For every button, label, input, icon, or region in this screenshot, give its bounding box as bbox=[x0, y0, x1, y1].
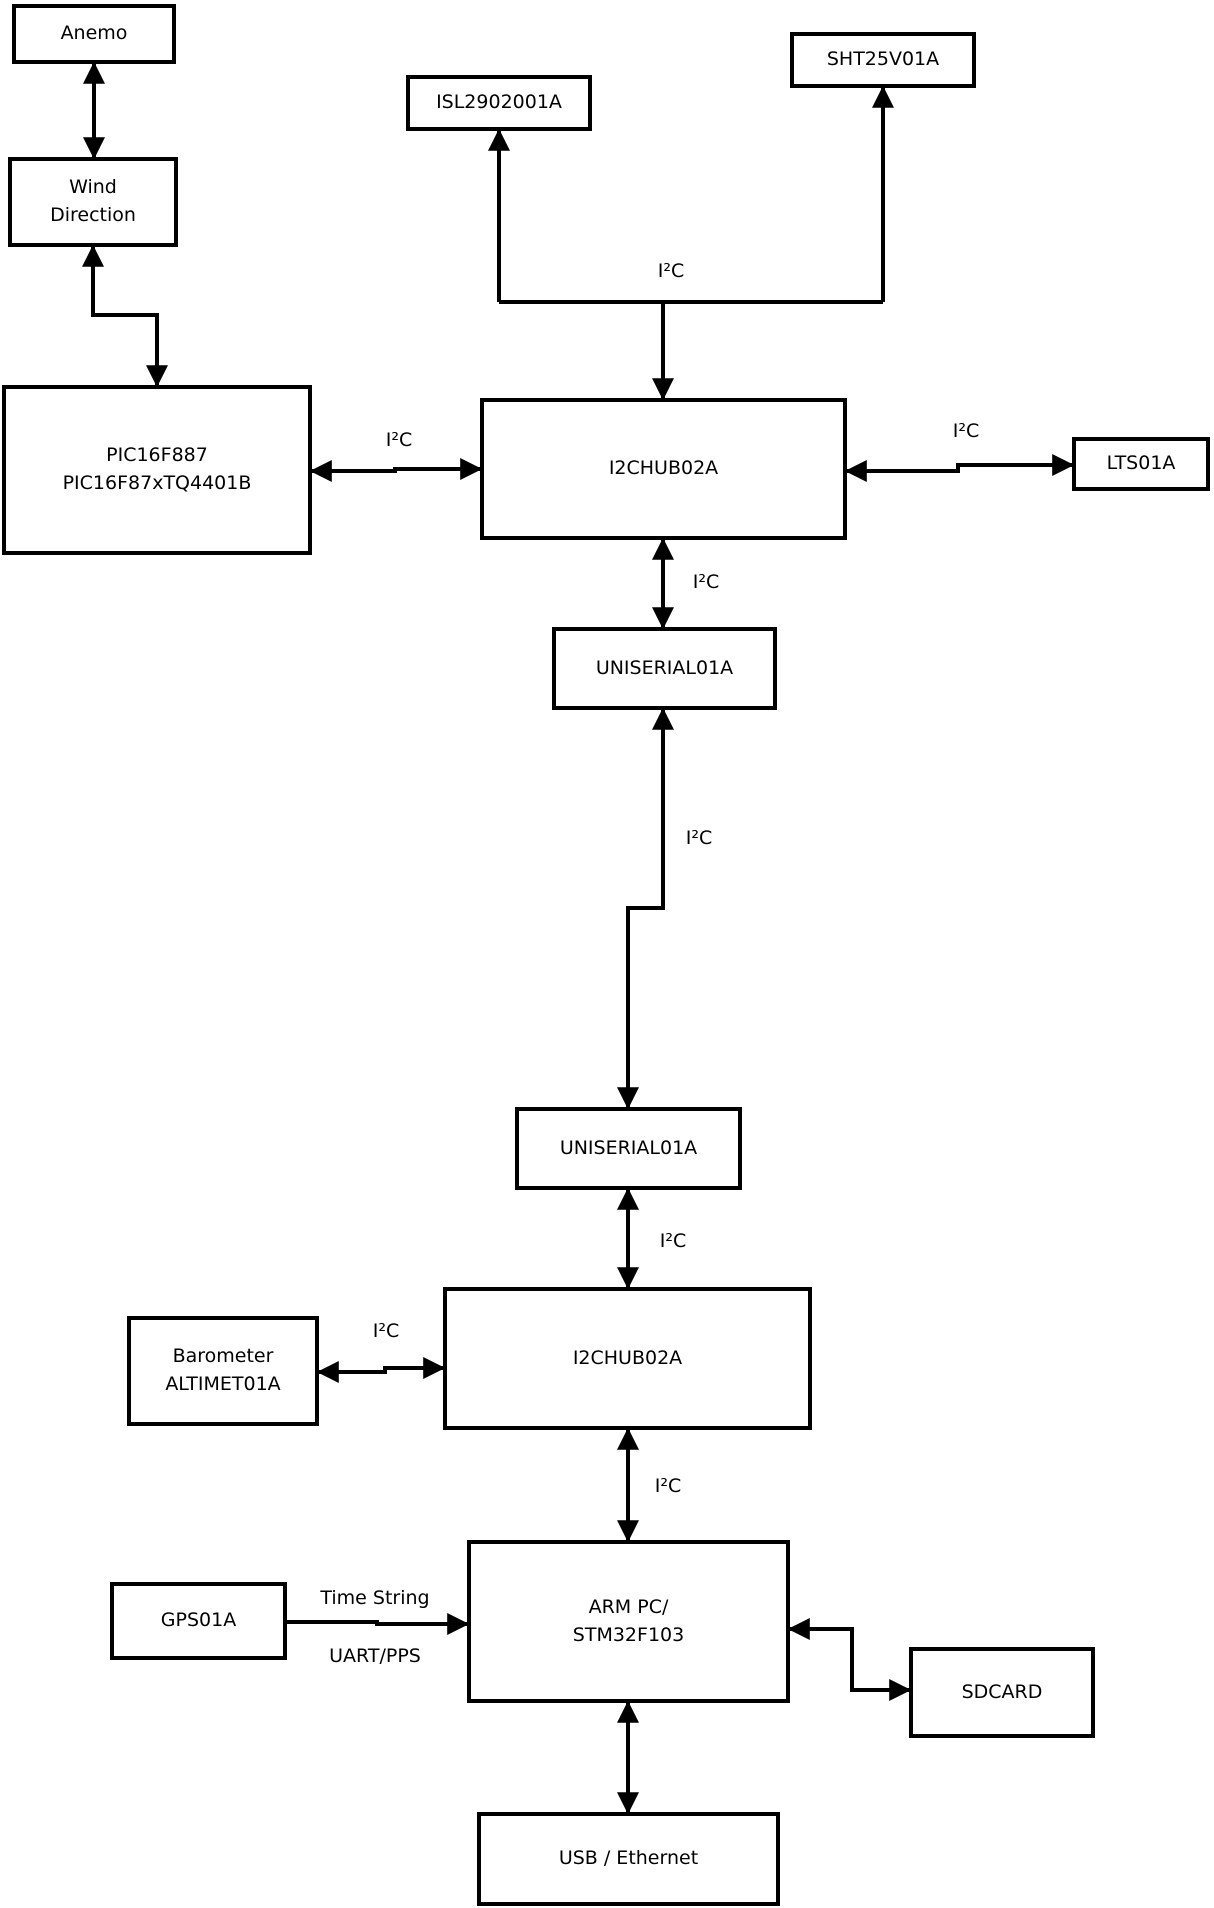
edge-label-i2c-hub2-arm: I²C bbox=[654, 1475, 682, 1497]
edge-i2chub-top-lts bbox=[844, 454, 1075, 482]
edge-uniserial-upper-uniserial-lower bbox=[617, 707, 674, 1110]
node-barometer-altimet01a: Barometer ALTIMET01A bbox=[127, 1316, 319, 1426]
edge-label-i2c-barometer-hub2: I²C bbox=[372, 1320, 400, 1342]
node-i2chub-bottom: I2CHUB02A bbox=[443, 1287, 812, 1430]
node-sht25v01a: SHT25V01A bbox=[790, 32, 976, 88]
node-gps01a: GPS01A bbox=[110, 1582, 287, 1660]
node-arm-pc-stm32f103: ARM PC/ STM32F103 bbox=[467, 1540, 790, 1703]
edge-label-uart-pps: UART/PPS bbox=[329, 1645, 421, 1667]
node-anemo: Anemo bbox=[12, 4, 176, 64]
node-wind-direction: Wind Direction bbox=[8, 157, 178, 247]
node-pic16f887: PIC16F887 PIC16F87xTQ4401B bbox=[2, 385, 312, 555]
node-lts01a: LTS01A bbox=[1072, 437, 1210, 491]
edge-label-i2c-pic-hub: I²C bbox=[385, 429, 413, 451]
node-uniserial-upper: UNISERIAL01A bbox=[552, 627, 777, 710]
edge-wind-direction-pic bbox=[82, 244, 168, 388]
edge-label-i2c-sensor-bus: I²C bbox=[657, 260, 685, 282]
edge-barometer-i2chub-bottom bbox=[316, 1357, 446, 1383]
node-usb-ethernet: USB / Ethernet bbox=[477, 1812, 780, 1906]
edge-label-i2c-uniserial-link: I²C bbox=[685, 827, 713, 849]
edge-arm-sdcard bbox=[787, 1618, 912, 1701]
edge-label-i2c-hub-uniserial: I²C bbox=[692, 571, 720, 593]
edge-pic-i2chub-top bbox=[309, 458, 483, 482]
edge-gps-arm bbox=[287, 1613, 470, 1635]
node-i2chub-top: I2CHUB02A bbox=[480, 398, 847, 540]
node-uniserial-lower: UNISERIAL01A bbox=[515, 1107, 742, 1190]
node-sdcard: SDCARD bbox=[909, 1647, 1095, 1738]
node-isl2902001a: ISL2902001A bbox=[406, 75, 592, 131]
edge-label-i2c-hub-lts: I²C bbox=[952, 420, 980, 442]
edge-label-i2c-uniserial-hub2: I²C bbox=[659, 1230, 687, 1252]
edge-label-time-string: Time String bbox=[320, 1587, 430, 1609]
